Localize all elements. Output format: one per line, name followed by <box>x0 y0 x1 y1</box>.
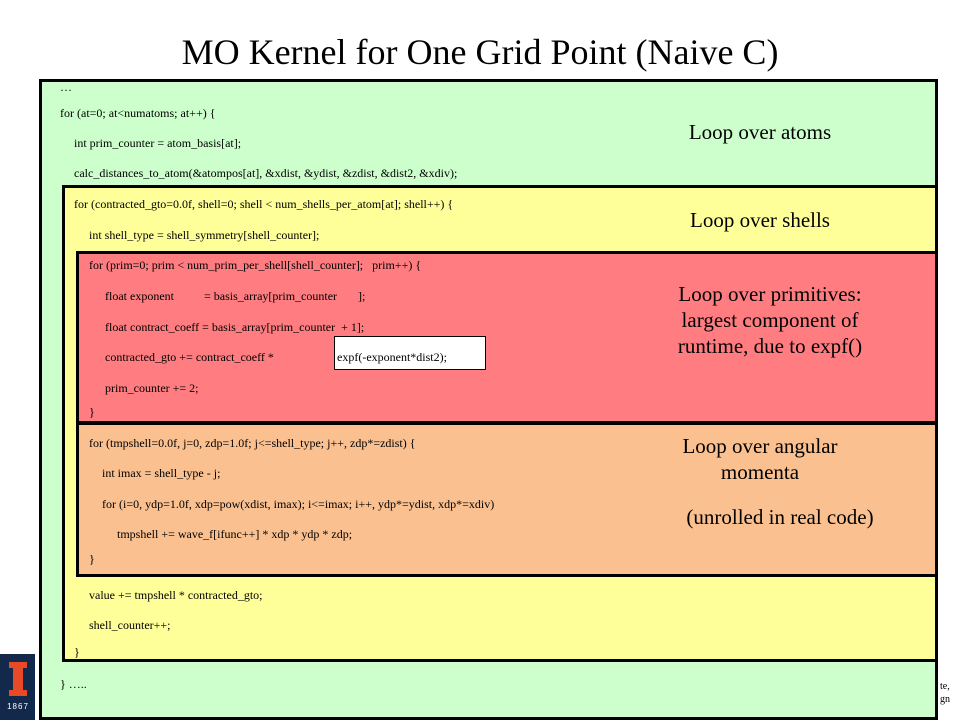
code-line-angular-end: } <box>89 552 95 566</box>
code-line-atom-loop: for (at=0; at<numatoms; at++) { <box>60 106 216 120</box>
code-line-prim-counter-inc: prim_counter += 2; <box>105 381 199 395</box>
code-line-contracted-gto: contracted_gto += contract_coeff * <box>105 350 277 364</box>
code-line-exponent: float exponent = basis_array[prim_counte… <box>105 289 366 303</box>
code-line-imax: int imax = shell_type - j; <box>102 466 221 480</box>
code-line-shell-type: int shell_type = shell_symmetry[shell_co… <box>89 228 320 242</box>
code-line-calc-distances: calc_distances_to_atom(&atompos[at], &xd… <box>74 166 458 180</box>
label-loop-angular-3: (unrolled in real code) <box>686 505 874 529</box>
slide-title: MO Kernel for One Grid Point (Naive C) <box>181 32 779 72</box>
label-loop-primitives-2: largest component of <box>681 308 859 332</box>
label-loop-shells: Loop over shells <box>690 208 830 232</box>
label-loop-atoms: Loop over atoms <box>688 120 832 144</box>
code-line-shell-loop: for (contracted_gto=0.0f, shell=0; shell… <box>74 197 454 211</box>
code-line-atom-loop-end: } ….. <box>60 677 87 691</box>
block-i-icon <box>8 662 28 696</box>
code-line-shell-counter: shell_counter++; <box>89 618 171 632</box>
angular-loop-box <box>76 422 938 577</box>
code-line-contract-coeff: float contract_coeff = basis_array[prim_… <box>105 320 365 334</box>
code-line-value: value += tmpshell * contracted_gto; <box>89 588 263 602</box>
code-line-prim-counter: int prim_counter = atom_basis[at]; <box>74 136 242 150</box>
footer-fragment-1: te, <box>940 681 950 692</box>
logo-year: 1867 <box>7 702 29 711</box>
code-line-ellipsis: … <box>60 80 72 94</box>
code-line-shell-loop-end: } <box>74 645 80 659</box>
code-line-prim-loop-end: } <box>89 405 95 419</box>
code-expf-call: expf(-exponent*dist2); <box>337 350 447 364</box>
code-line-tmpshell-acc: tmpshell += wave_f[ifunc++] * xdp * ydp … <box>117 527 353 541</box>
expf-highlight <box>334 336 486 370</box>
label-loop-primitives-1: Loop over primitives: <box>678 282 862 306</box>
label-loop-angular-1: Loop over angular <box>682 434 838 458</box>
code-line-inner-loop: for (i=0, ydp=1.0f, xdp=pow(xdist, imax)… <box>102 497 495 511</box>
university-logo: 1867 <box>0 654 35 720</box>
code-line-prim-loop: for (prim=0; prim < num_prim_per_shell[s… <box>89 258 422 272</box>
label-loop-primitives-3: runtime, due to expf() <box>677 334 863 358</box>
footer-fragment-2: gn <box>940 694 950 705</box>
code-line-tmpshell-loop: for (tmpshell=0.0f, j=0, zdp=1.0f; j<=sh… <box>89 436 416 450</box>
label-loop-angular-2: momenta <box>720 460 800 484</box>
